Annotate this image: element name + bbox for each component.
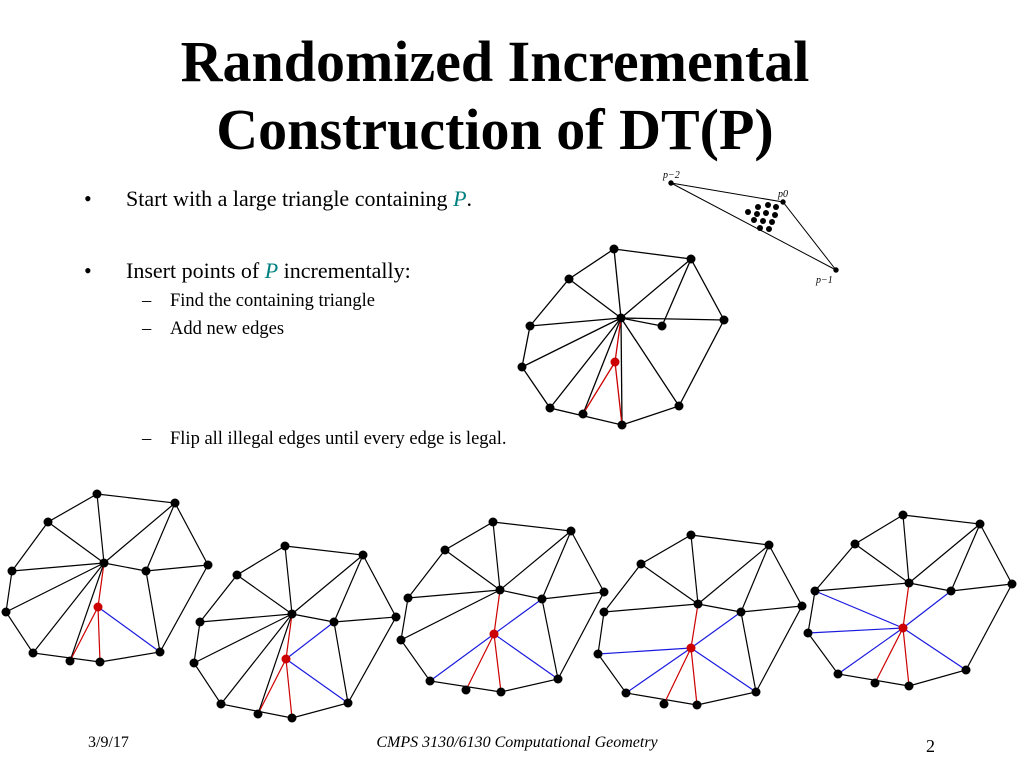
triangulation-insert-diagram — [517, 244, 729, 430]
label-p-1: p−1 — [815, 275, 833, 286]
vertex-p-2 — [668, 180, 674, 186]
vertex-p-1 — [833, 267, 839, 273]
point-set-var: P — [264, 258, 279, 283]
label-p-2: p−2 — [662, 170, 680, 181]
slide-title: Randomized Incremental Construction of D… — [100, 28, 890, 164]
page-number: 2 — [926, 736, 935, 756]
label-p0: p0 — [777, 189, 788, 200]
bounding-triangle-diagram: p−2 p0 p−1 — [662, 170, 839, 286]
bullet-text-pre: Insert points of — [126, 258, 265, 283]
title-line-2: Construction of DT(P) — [216, 97, 774, 162]
footer-date: 3/9/17 — [88, 734, 129, 751]
dash: – — [142, 429, 152, 449]
bullet-text-post: . — [466, 186, 473, 211]
subbullet-text: Find the containing triangle — [170, 291, 375, 311]
point-set-var: P — [453, 186, 467, 211]
bullet-text-post: incrementally: — [278, 258, 411, 283]
vertex-p0 — [780, 199, 786, 205]
footer-course: CMPS 3130/6130 Computational Geometry — [376, 734, 658, 751]
bounding-triangle — [670, 182, 837, 271]
bullet-text: Start with a large triangle containing P… — [126, 186, 472, 212]
flip-stage-3 — [396, 517, 609, 697]
subbullet-text: Flip all illegal edges until every edge … — [170, 429, 507, 449]
bullet-dot: • — [84, 258, 92, 283]
bullet-dot: • — [84, 186, 92, 211]
flip-stage-2 — [189, 541, 401, 723]
bullet-text: Insert points of P incrementally: — [126, 258, 411, 284]
bullet-text-pre: Start with a large triangle containing — [126, 186, 454, 211]
subbullet-text: Add new edges — [170, 319, 285, 339]
dash: – — [142, 319, 152, 339]
flip-stage-4 — [593, 530, 807, 710]
flip-stage-1 — [1, 489, 213, 667]
title-line-1: Randomized Incremental — [180, 29, 810, 94]
flip-stage-5 — [803, 510, 1017, 691]
dash: – — [142, 291, 152, 311]
point-cluster — [745, 202, 779, 232]
